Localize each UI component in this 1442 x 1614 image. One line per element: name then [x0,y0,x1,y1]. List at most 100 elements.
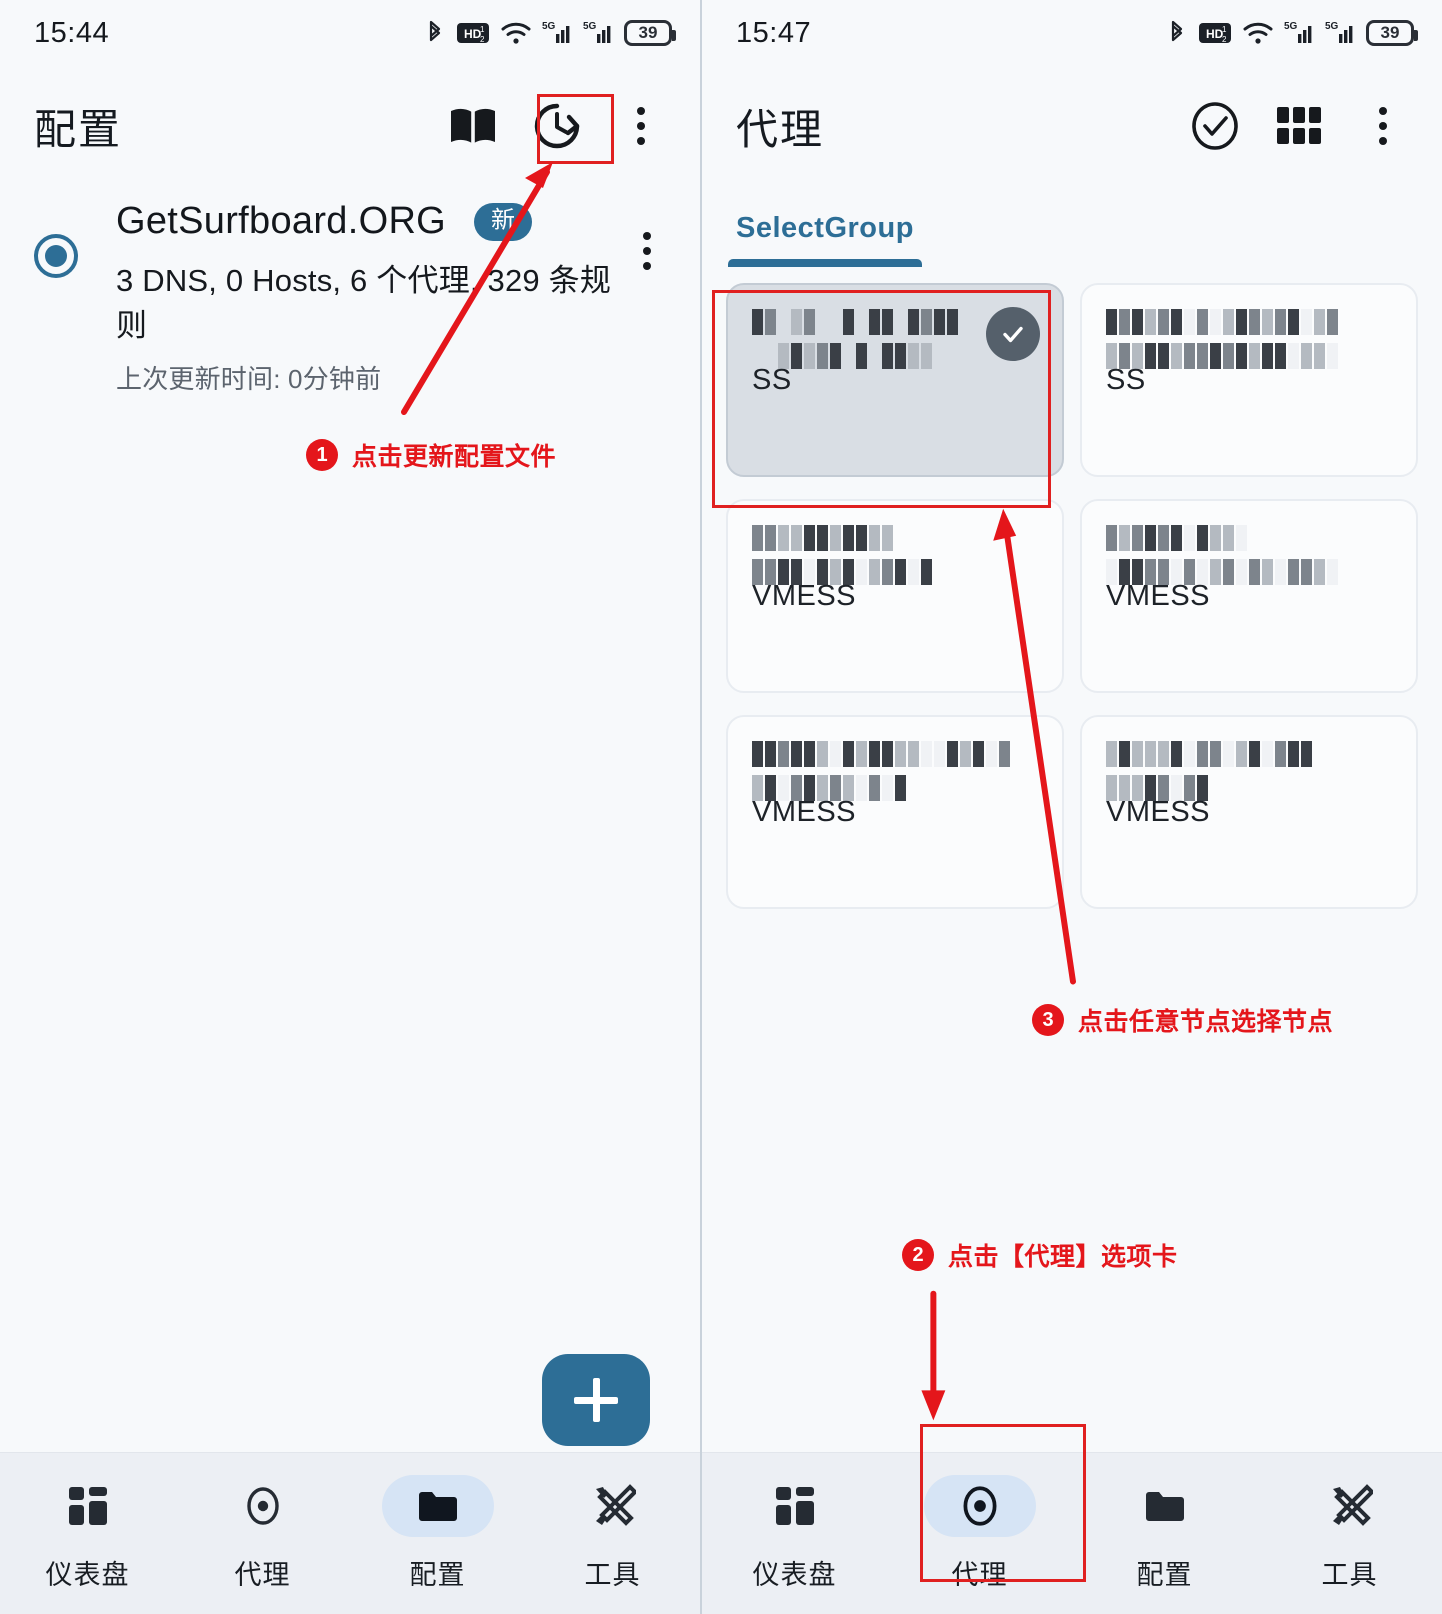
folder-icon [1145,1492,1184,1521]
profile-list-item[interactable]: GetSurfboard.ORG 新 3 DNS, 0 Hosts, 6 个代理… [0,186,700,396]
left-bottom-navigation: 仪表盘 代理 配置 工具 [0,1452,700,1614]
wifi-icon [1243,22,1273,44]
dashboard-icon [775,1487,814,1525]
nav-item-profiles[interactable]: 配置 [350,1475,525,1592]
nav-pill [557,1475,669,1537]
profile-stats: 3 DNS, 0 Hosts, 6 个代理, 329 条规则 [116,263,612,343]
grid-view-icon[interactable] [1270,97,1328,155]
mosaic-line [752,559,1040,585]
mosaic-line [1106,525,1394,551]
mosaic-line [1106,775,1394,801]
nav-label: 代理 [951,1560,1008,1590]
proxy-node-card[interactable]: VMESS [726,715,1064,909]
node-protocol-label: VMESS [1106,580,1211,612]
annotation-1-text: 点击更新配置文件 [352,443,557,471]
nav-pill-active [381,1475,494,1537]
signal-5g-1-icon: 5G [1284,21,1312,43]
check-circle-icon[interactable] [1186,97,1244,155]
nav-pill [32,1475,144,1537]
left-appbar-actions [444,97,670,155]
svg-text:2: 2 [480,35,485,44]
refresh-icon[interactable] [528,97,586,155]
node-name-redacted [1106,741,1394,823]
node-protocol-label: SS [1106,364,1146,396]
profile-name: GetSurfboard.ORG [116,200,447,242]
mosaic-line [1106,741,1394,767]
status-badge: 新 [474,202,533,241]
battery-icon: 39 [624,20,676,46]
dashboard-icon [68,1487,107,1525]
tab-label: SelectGroup [736,212,914,244]
profile-updated-time: 上次更新时间: 0分钟前 [116,364,382,394]
right-app-bar: 代理 [702,66,1442,186]
page-title: 代理 [736,105,825,153]
profile-overflow-menu-icon[interactable] [618,222,676,280]
annotation-2-text: 点击【代理】选项卡 [948,1243,1178,1271]
nav-item-tools[interactable]: 工具 [1257,1475,1442,1592]
annotation-2-number: 2 [902,1239,934,1271]
signal-5g-2-icon: 5G [583,21,611,43]
svg-text:5G: 5G [542,21,556,32]
nav-item-proxy[interactable]: 代理 [887,1475,1072,1592]
proxy-target-icon [963,1486,996,1526]
right-appbar-actions [1186,97,1412,155]
mosaic-line [752,309,1040,335]
status-clock: 15:47 [736,16,812,49]
wifi-icon [501,22,531,44]
proxy-node-card[interactable]: VMESS [1080,499,1418,693]
mosaic-line [752,775,1040,801]
proxy-node-card[interactable]: VMESS [1080,715,1418,909]
page-title: 配置 [34,105,123,153]
nav-item-tools[interactable]: 工具 [525,1475,700,1592]
overflow-menu-icon[interactable] [612,97,670,155]
nav-label: 仪表盘 [752,1560,837,1590]
nav-label: 仪表盘 [45,1560,130,1590]
svg-text:1: 1 [480,25,485,34]
svg-text:HD: HD [1206,27,1224,41]
nav-label: 配置 [1136,1560,1193,1590]
annotation-3: 3 点击任意节点选择节点 [1032,1002,1333,1038]
nav-item-dashboard[interactable]: 仪表盘 [0,1475,175,1592]
node-protocol-label: SS [752,364,792,396]
nav-item-proxy[interactable]: 代理 [175,1475,350,1592]
proxy-node-card[interactable]: SS [726,283,1064,477]
overflow-menu-icon[interactable] [1354,97,1412,155]
svg-text:HD: HD [464,27,482,41]
nav-pill-active [923,1475,1036,1537]
add-profile-fab[interactable] [542,1354,650,1446]
annotation-3-text: 点击任意节点选择节点 [1078,1008,1334,1036]
status-clock: 15:44 [34,16,110,49]
nav-item-dashboard[interactable]: 仪表盘 [702,1475,887,1592]
bluetooth-icon [1171,20,1183,42]
svg-text:5G: 5G [1325,21,1339,32]
svg-text:5G: 5G [583,21,597,32]
profile-details: GetSurfboard.ORG 新 3 DNS, 0 Hosts, 6 个代理… [78,200,618,396]
mosaic-line [752,741,1040,767]
tools-icon [595,1484,636,1526]
left-app-bar: 配置 [0,66,700,186]
node-selected-check-icon [986,307,1040,361]
annotation-3-number: 3 [1032,1004,1064,1036]
proxy-target-icon [246,1487,279,1525]
book-icon[interactable] [444,97,502,155]
nav-pill [1294,1475,1406,1537]
battery-icon: 39 [1366,20,1418,46]
proxy-node-card[interactable]: SS [1080,283,1418,477]
nav-pill [207,1475,319,1537]
tab-selectgroup[interactable]: SelectGroup [728,212,922,267]
proxy-node-card[interactable]: VMESS [726,499,1064,693]
nav-item-profiles[interactable]: 配置 [1072,1475,1257,1592]
nav-label: 工具 [584,1560,641,1590]
mosaic-line [1106,309,1394,335]
mosaic-line [752,343,1040,369]
profile-radio-selected[interactable] [34,234,78,278]
bluetooth-icon [429,20,441,42]
